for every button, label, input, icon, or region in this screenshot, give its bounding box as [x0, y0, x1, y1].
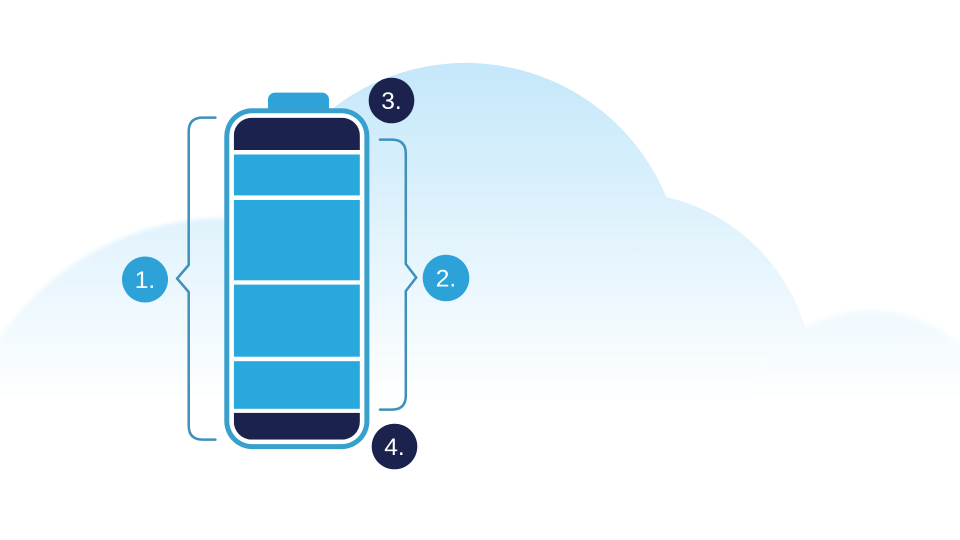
- svg-text:2.: 2.: [436, 266, 456, 293]
- svg-text:4.: 4.: [384, 434, 404, 461]
- svg-text:3.: 3.: [381, 88, 401, 115]
- svg-text:1.: 1.: [135, 267, 155, 294]
